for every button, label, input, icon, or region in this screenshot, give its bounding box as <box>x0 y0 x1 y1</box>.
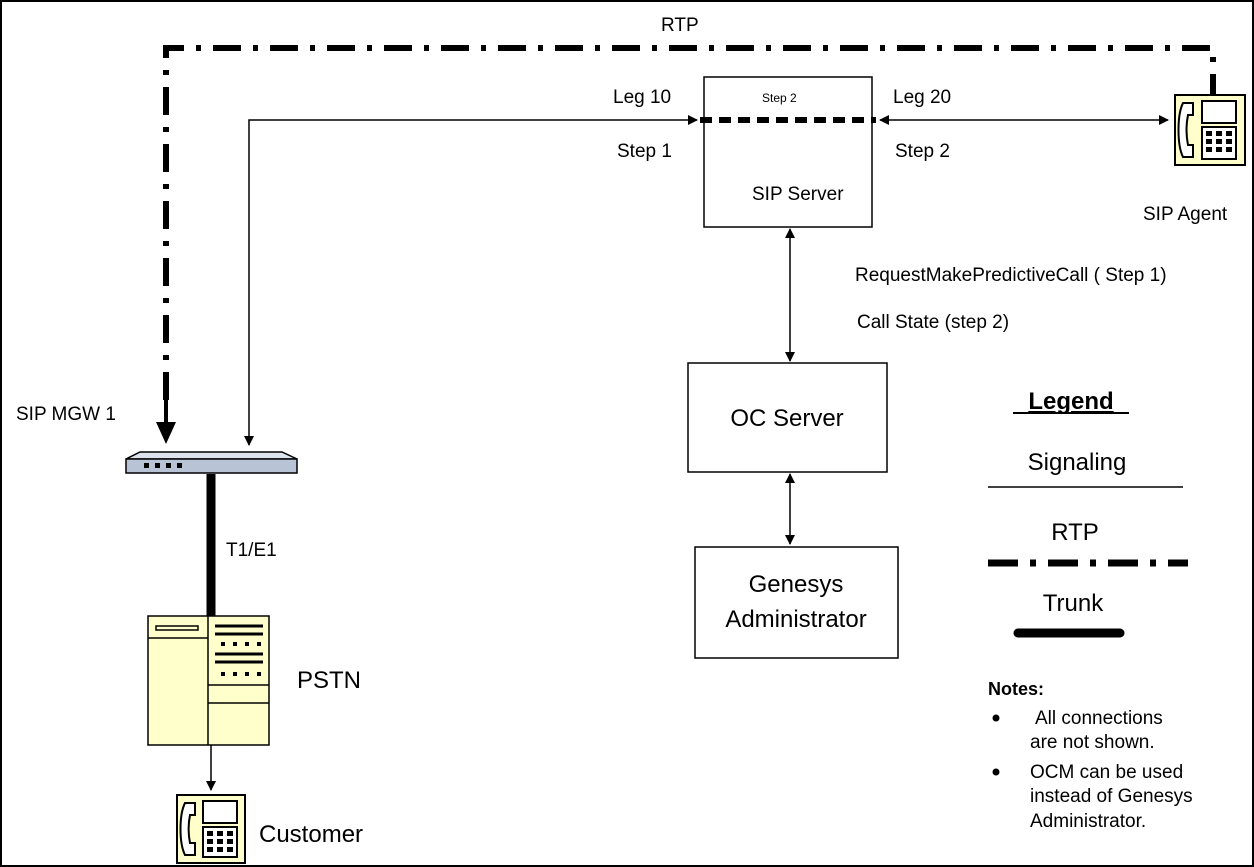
legend-trunk-label: Trunk <box>1043 590 1104 617</box>
request-make-predictive-call-label: RequestMakePredictiveCall ( Step 1) <box>855 265 1167 286</box>
notes-item2-line2: instead of Genesys <box>1030 786 1193 807</box>
rtp-top-label: RTP <box>661 15 699 36</box>
sip-mgw-label: SIP MGW 1 <box>16 404 116 425</box>
genesys-administrator-box <box>694 546 899 659</box>
leg10-label: Leg 10 <box>613 87 671 108</box>
phone-icon <box>1174 94 1246 166</box>
legend-signaling-label: Signaling <box>1028 449 1127 476</box>
legend-rtp-label: RTP <box>1051 519 1099 546</box>
call-state-label: Call State (step 2) <box>857 312 1009 333</box>
notes-item1-line1: All connections <box>1035 708 1163 729</box>
phone-icon <box>176 794 246 864</box>
leg20-label: Leg 20 <box>893 87 951 108</box>
notes-title: Notes: <box>988 679 1044 699</box>
notes-bullet-1 <box>992 714 1000 722</box>
legend: Legend Signaling RTP Trunk <box>988 388 1188 638</box>
leg10-signaling-line <box>244 115 698 446</box>
oc-server-label: OC Server <box>730 405 843 432</box>
legend-title: Legend <box>1028 388 1113 415</box>
notes: Notes: All connections are not shown. OC… <box>988 679 1193 832</box>
genesys-label-line2: Administrator <box>725 606 866 633</box>
sip-agent-label: SIP Agent <box>1143 204 1228 225</box>
pstn-switch-icon <box>147 615 270 746</box>
genesys-label-line1: Genesys <box>749 571 844 598</box>
customer-label: Customer <box>259 821 363 848</box>
oc-server-box <box>687 362 888 473</box>
pstn-label: PSTN <box>297 667 361 694</box>
notes-item2-line3: Administrator. <box>1030 811 1146 832</box>
notes-bullet-2 <box>992 768 1000 776</box>
notes-item2-line1: OCM can be used <box>1030 762 1183 783</box>
sip-server-label: SIP Server <box>752 184 844 205</box>
step1-label: Step 1 <box>617 141 672 162</box>
step2-label: Step 2 <box>895 141 950 162</box>
gateway-icon <box>125 451 298 474</box>
notes-item1-line2: are not shown. <box>1030 732 1155 753</box>
sip-server-box <box>703 76 873 228</box>
step2-inner-label: Step 2 <box>762 91 797 105</box>
t1e1-label: T1/E1 <box>226 540 277 561</box>
